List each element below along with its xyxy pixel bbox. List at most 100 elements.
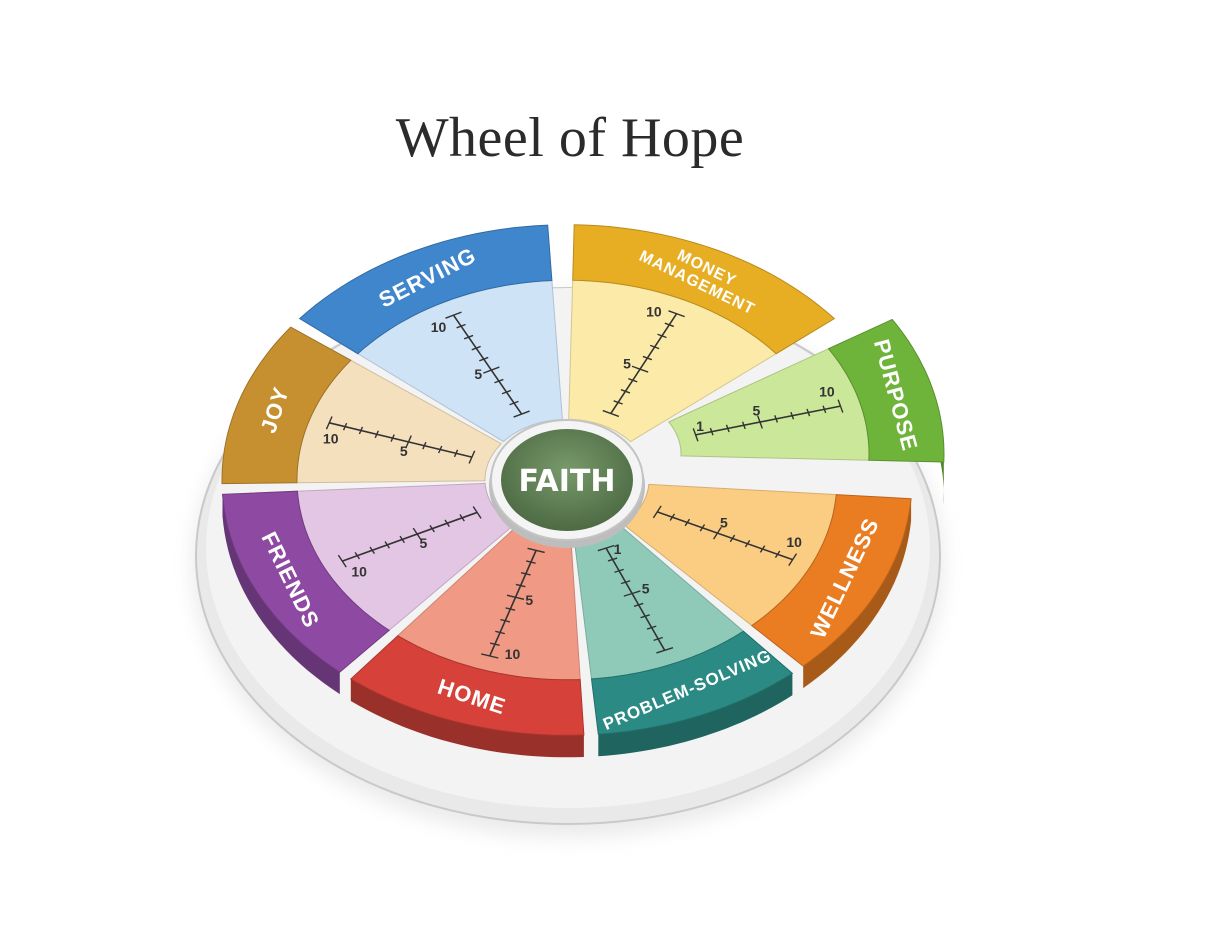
scale-tick: [620, 580, 631, 585]
scale-tick: [806, 408, 811, 417]
scale-tick: [712, 526, 722, 540]
hub-label: FAITH: [518, 464, 615, 499]
segment-friends-band: [221, 490, 391, 673]
scale-tick: [479, 356, 489, 362]
scale-tick: [709, 427, 714, 436]
scale-number: 5: [525, 592, 533, 608]
scale-tick: [741, 421, 746, 430]
scale-number: 10: [431, 319, 447, 335]
scale-tick: [628, 377, 638, 383]
hub-disc: [501, 429, 633, 531]
scale-tick: [520, 572, 531, 576]
scale-number: 5: [420, 535, 428, 551]
scale-tick: [337, 554, 347, 568]
scale-number: 5: [642, 580, 650, 596]
segment-serving-scale: [452, 314, 523, 415]
scale-tick: [684, 518, 691, 527]
segment-problem-solving-scale: [605, 547, 666, 651]
scale-tick: [620, 389, 631, 394]
scale-number: 5: [753, 403, 761, 419]
scale-tick: [822, 405, 827, 414]
segment-joy-band: [221, 326, 352, 485]
scale-tick: [837, 399, 844, 413]
scale-tick: [500, 618, 511, 623]
scale-tick: [527, 547, 545, 554]
scale-tick: [656, 647, 674, 654]
scale-number: 5: [400, 443, 408, 459]
scale-tick: [494, 378, 504, 384]
scale-tick: [668, 310, 685, 318]
scale-tick: [358, 426, 364, 435]
scale-tick: [444, 519, 450, 527]
scale-tick: [459, 514, 465, 522]
scale-tick: [405, 435, 412, 449]
scale-number: 10: [351, 563, 367, 579]
scale-tick: [483, 366, 500, 374]
scale-tick: [354, 551, 361, 560]
scale-number: 10: [646, 303, 662, 319]
scale-number: 10: [819, 384, 835, 400]
scale-tick: [597, 544, 615, 552]
scale-tick: [369, 546, 376, 554]
scale-tick: [471, 345, 481, 351]
scale-tick: [759, 545, 766, 553]
scale-tick: [438, 445, 443, 454]
scale-number: 5: [623, 355, 631, 371]
scale-tick: [613, 400, 623, 405]
scale-tick: [664, 322, 675, 328]
scale-tick: [725, 424, 730, 433]
scale-tick: [390, 434, 395, 442]
scale-tick: [456, 323, 466, 329]
segment-problem-solving-band: [590, 630, 794, 735]
scale-tick: [374, 430, 379, 439]
scale-tick: [623, 590, 641, 597]
scale-tick: [607, 557, 618, 562]
scale-tick: [652, 505, 662, 519]
scale-tick: [774, 415, 779, 423]
scale-tick: [505, 607, 516, 611]
segment-wellness-side: [803, 498, 912, 689]
scale-tick: [472, 506, 482, 519]
scale-tick: [526, 560, 536, 564]
scale-tick: [614, 568, 624, 573]
scale-tick: [729, 534, 736, 543]
scale-number: 10: [786, 534, 802, 550]
segment-problem-solving-side: [598, 673, 793, 757]
segment-money-management-scale: [610, 313, 678, 414]
scale-tick: [657, 333, 667, 339]
scale-tick: [774, 550, 781, 559]
segment-joy-scale: [329, 422, 473, 458]
scale-tick: [649, 344, 660, 350]
scale-tick: [501, 389, 512, 395]
scale-tick: [699, 524, 706, 532]
scale-tick: [509, 400, 519, 406]
scale-tick: [463, 334, 474, 340]
scale-tick: [481, 653, 499, 659]
segment-home-side: [350, 679, 584, 758]
segment-wellness-scale: [656, 511, 793, 561]
scale-tick: [515, 583, 526, 588]
scale-tick: [669, 513, 676, 521]
scale-tick: [692, 428, 699, 442]
scale-tick: [640, 614, 650, 619]
scale-tick: [468, 450, 476, 464]
segment-money-management-band: [572, 224, 836, 355]
scale-tick: [642, 355, 653, 361]
segment-home-band: [349, 635, 585, 736]
scale-tick: [602, 409, 620, 418]
scale-tick: [757, 415, 763, 429]
hub: FAITH: [489, 419, 645, 548]
segment-home-scale: [489, 550, 537, 657]
scale-tick: [384, 541, 391, 549]
scale-tick: [744, 539, 751, 548]
scale-tick: [633, 602, 644, 607]
scale-tick: [513, 410, 530, 418]
scale-tick: [790, 411, 795, 420]
